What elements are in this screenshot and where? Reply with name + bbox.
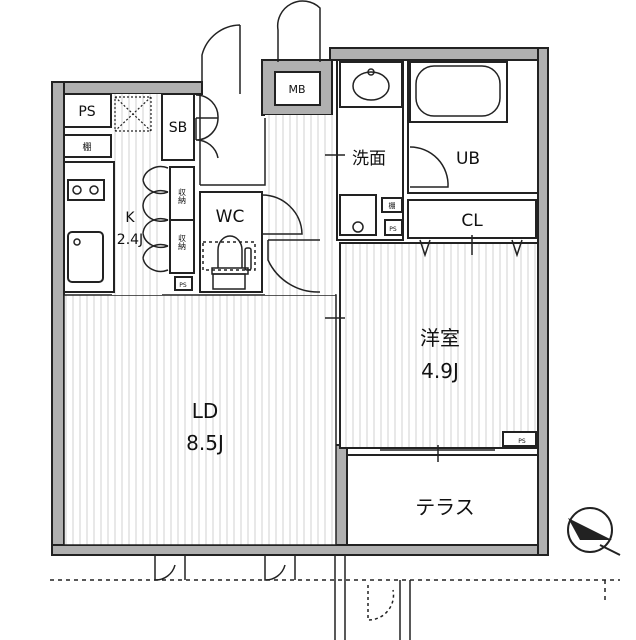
ps-small-label-2: PS <box>389 226 397 233</box>
ps-small-3 <box>502 431 537 447</box>
ps-small-label-3: PS <box>518 438 526 445</box>
closet-doors[interactable] <box>419 235 523 258</box>
storage-doors <box>142 94 219 273</box>
storage-label-2: 収納 <box>178 233 187 251</box>
ceiling-hatch <box>114 96 152 132</box>
bathtub <box>409 61 508 123</box>
ld-name: LD <box>192 399 219 423</box>
storage-2 <box>169 219 195 274</box>
north-arrow-icon <box>567 507 621 556</box>
ld-size: 8.5J <box>186 431 224 455</box>
ps-small-2 <box>384 219 403 236</box>
stove <box>67 179 105 201</box>
shelf-box <box>63 134 112 158</box>
hall-floor <box>265 115 335 295</box>
western-room-floor <box>339 242 539 449</box>
bath-name: UB <box>456 149 480 169</box>
washing-machine <box>339 194 377 236</box>
kitchen-size: 2.4J <box>117 232 143 248</box>
terrace-window[interactable] <box>380 445 495 462</box>
western-room-size: 4.9J <box>421 359 459 383</box>
entrance-door[interactable] <box>201 0 321 94</box>
closet-name: CL <box>461 211 483 231</box>
shelf-small-label: 棚 <box>389 201 396 210</box>
meter-box <box>274 71 321 106</box>
ld-door[interactable] <box>267 239 321 293</box>
ps-small-1 <box>174 276 193 291</box>
door-marks <box>325 154 345 319</box>
storage-label-1: 収納 <box>178 187 187 205</box>
sink <box>67 231 104 283</box>
ub-door[interactable] <box>409 146 449 188</box>
western-room-name: 洋室 <box>420 326 460 350</box>
burner-icon <box>72 185 82 195</box>
bathtub-icon <box>415 65 501 117</box>
genkan-outline <box>199 94 266 186</box>
shoe-box <box>161 93 195 161</box>
ps-label: PS <box>78 104 95 120</box>
ld-windows[interactable] <box>154 555 296 581</box>
sb-label: SB <box>169 120 188 136</box>
ps-small-label-1: PS <box>179 282 187 289</box>
mb-label: MB <box>288 83 305 96</box>
storage-1 <box>169 166 195 221</box>
ld-floor <box>63 294 337 546</box>
shelf-label: 棚 <box>82 141 91 153</box>
kitchen-name: K <box>125 210 135 226</box>
balcony-outline <box>50 555 620 640</box>
shelf-small <box>381 197 403 213</box>
kitchen-floor <box>112 94 162 295</box>
terrace-name: テラス <box>415 495 475 519</box>
burner-icon <box>89 185 99 195</box>
ps-box <box>63 93 112 128</box>
toilet-icon <box>202 235 256 290</box>
basin-icon <box>352 71 390 101</box>
wc-door[interactable] <box>261 194 303 235</box>
wc-name: WC <box>216 207 245 227</box>
washroom-name: 洗面 <box>352 149 386 169</box>
